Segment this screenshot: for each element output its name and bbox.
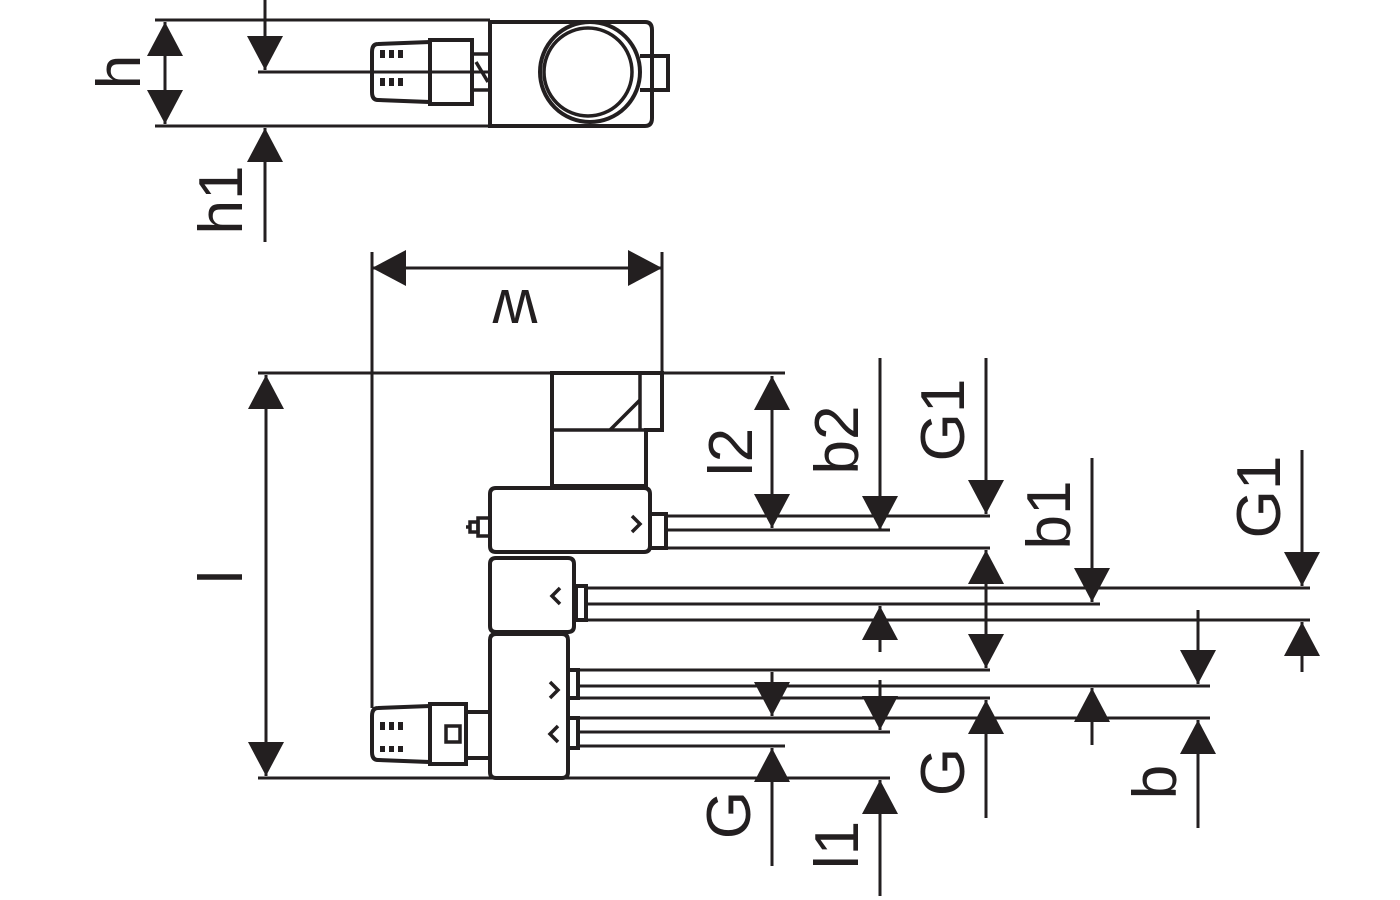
label-h: h (85, 55, 154, 89)
l2-arrow-top (754, 376, 790, 410)
g1-right-arrow-top (1284, 552, 1320, 586)
b1-arrow (1074, 568, 1110, 602)
pair-c-arrow (1074, 688, 1110, 722)
module-2 (488, 556, 588, 634)
l2-arrow-bottom (754, 494, 790, 528)
label-l2: l2 (697, 428, 766, 476)
l-arrow-top (248, 375, 284, 409)
label-b: b (1121, 765, 1190, 799)
label-g-right: G (909, 748, 978, 796)
top-view-knob-tab (640, 54, 670, 92)
bottom-connector (370, 702, 492, 766)
label-l1: l1 (803, 821, 872, 869)
label-b2: b2 (803, 406, 872, 475)
label-w: w (492, 276, 538, 345)
l1-arrow (862, 780, 898, 814)
h-arrow-top (147, 22, 183, 56)
label-g1-top: G1 (909, 379, 978, 462)
h1-arrow-top (247, 36, 283, 70)
g-left-arrow-bottom (754, 748, 790, 782)
top-view-housing (488, 20, 654, 128)
g-left-arrow-top (754, 682, 790, 716)
label-h1: h1 (187, 166, 256, 235)
label-g1-right: G1 (1225, 456, 1294, 539)
h1-arrow-bottom (247, 128, 283, 162)
g1-top-arrow (968, 480, 1004, 514)
l-arrow-bottom (248, 742, 284, 776)
main-view: w l (187, 250, 1320, 896)
h-arrow-bottom (147, 90, 183, 124)
label-g-left: G (695, 791, 764, 839)
top-view-knob (542, 26, 634, 118)
mid-arrow-top (862, 606, 898, 640)
top-view-knob-ring (538, 20, 642, 124)
g-right-arrow-bottom (968, 634, 1004, 668)
module-3 (488, 632, 580, 780)
b2-arrow (862, 496, 898, 530)
g1-right-arrow-bottom (1284, 622, 1320, 656)
w-arrow-left (372, 250, 406, 286)
bc-arrow-top (1180, 650, 1216, 684)
g-right-arrow-top (968, 550, 1004, 584)
b-arrow (1180, 720, 1216, 754)
g-right-arrow-lower (968, 700, 1004, 734)
handle-assembly (550, 371, 664, 488)
top-view: h h1 (85, 0, 670, 242)
w-arrow-right (628, 250, 662, 286)
label-l: l (187, 570, 256, 584)
label-b1: b1 (1015, 481, 1084, 550)
module-1 (466, 486, 668, 554)
mid-arrow-lower (862, 696, 898, 730)
